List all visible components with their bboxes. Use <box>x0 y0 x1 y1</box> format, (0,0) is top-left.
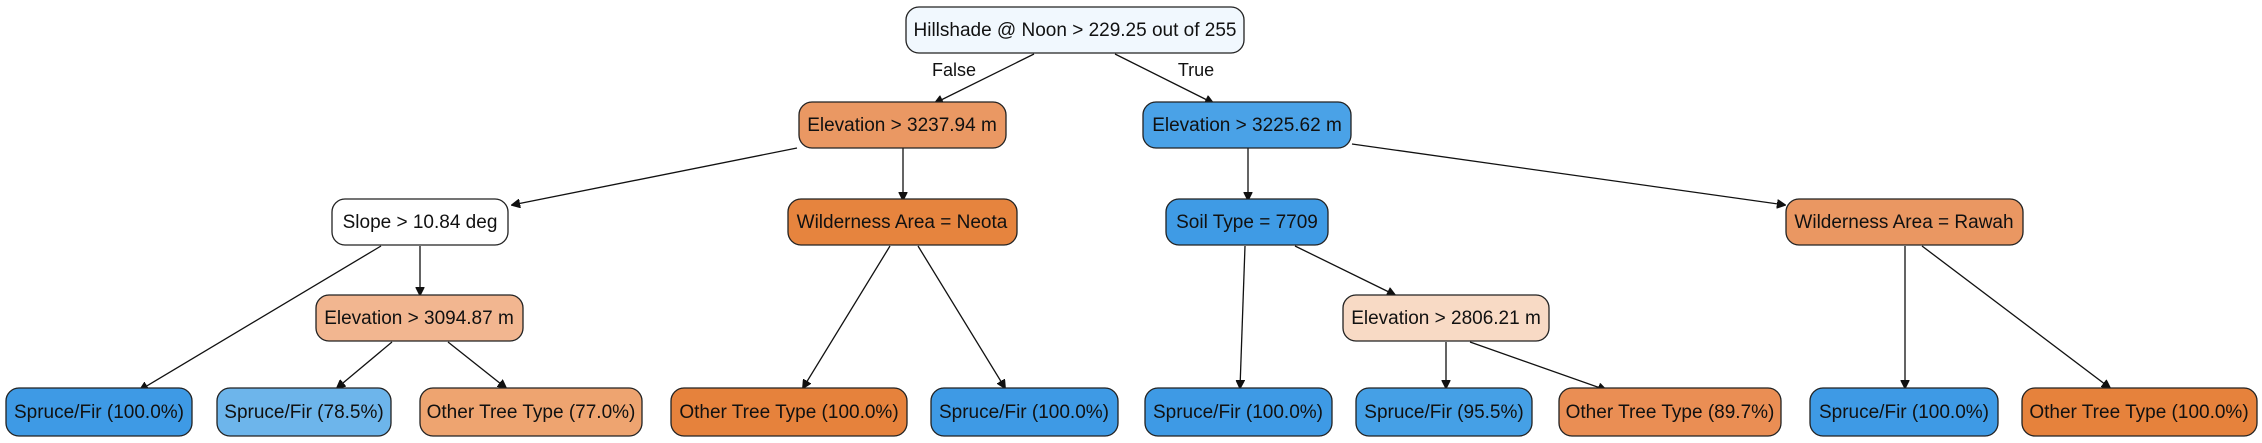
leaf-node[interactable]: Other Tree Type (89.7%) <box>1558 387 1782 437</box>
leaf-10-box <box>2021 387 2258 437</box>
leaf-6-label: Spruce/Fir (100.0%) <box>1153 402 1323 423</box>
edge-elev3225-rawah <box>1351 143 1785 205</box>
node-elev-3094-box <box>315 294 524 342</box>
edge-slope-leaf1 <box>140 245 382 390</box>
node-elev-3237-box <box>798 101 1007 149</box>
edge-elev3094-leaf2 <box>337 341 393 388</box>
edge-soil-elev2806 <box>1294 245 1395 295</box>
leaf-8-label: Other Tree Type (89.7%) <box>1566 402 1775 423</box>
node-elev-3094-label: Elevation > 3094.87 m <box>324 308 514 329</box>
leaf-3-box <box>419 387 643 437</box>
leaf-node[interactable]: Other Tree Type (77.0%) <box>419 387 643 437</box>
leaf-7-label: Spruce/Fir (95.5%) <box>1364 402 1523 423</box>
node-root-box <box>905 6 1245 54</box>
node-wilderness-neota-label: Wilderness Area = Neota <box>797 212 1008 233</box>
node-wilderness-neota[interactable]: Wilderness Area = Neota <box>787 198 1018 246</box>
node-elev-3094[interactable]: Elevation > 3094.87 m <box>315 294 524 342</box>
leaf-1-box <box>5 387 193 437</box>
leaf-10-label: Other Tree Type (100.0%) <box>2029 402 2248 423</box>
node-elev-2806[interactable]: Elevation > 2806.21 m <box>1342 294 1550 342</box>
leaf-7-box <box>1355 387 1533 437</box>
node-slope-label: Slope > 10.84 deg <box>343 212 498 233</box>
edge-label-false: False <box>932 60 976 80</box>
node-elev-3237[interactable]: Elevation > 3237.94 m <box>798 101 1007 149</box>
edge-root-elev3237 <box>935 53 1035 103</box>
edge-elev3094-leaf3 <box>447 341 506 388</box>
node-wilderness-rawah-box <box>1785 198 2024 246</box>
edge-soil-leaf6 <box>1240 245 1246 388</box>
edge-elev3237-slope <box>512 147 798 205</box>
leaf-5-label: Spruce/Fir (100.0%) <box>939 402 1109 423</box>
leaf-2-label: Spruce/Fir (78.5%) <box>224 402 383 423</box>
node-wilderness-rawah[interactable]: Wilderness Area = Rawah <box>1785 198 2024 246</box>
node-elev-3225[interactable]: Elevation > 3225.62 m <box>1142 101 1352 149</box>
node-soil-type-box <box>1165 198 1329 246</box>
leaf-node[interactable]: Spruce/Fir (100.0%) <box>5 387 193 437</box>
node-elev-3225-box <box>1142 101 1352 149</box>
leaf-6-box <box>1144 387 1333 437</box>
leaf-5-box <box>930 387 1119 437</box>
leaf-4-label: Other Tree Type (100.0%) <box>679 402 898 423</box>
leaf-8-box <box>1558 387 1782 437</box>
leaf-9-box <box>1809 387 1999 437</box>
node-root-label: Hillshade @ Noon > 229.25 out of 255 <box>914 20 1237 41</box>
leaf-9-label: Spruce/Fir (100.0%) <box>1819 402 1989 423</box>
leaf-node[interactable]: Spruce/Fir (100.0%) <box>930 387 1119 437</box>
edges <box>140 53 2110 390</box>
node-root[interactable]: Hillshade @ Noon > 229.25 out of 255 <box>905 6 1245 54</box>
nodes: Hillshade @ Noon > 229.25 out of 255 Ele… <box>5 6 2258 437</box>
node-wilderness-neota-box <box>787 198 1018 246</box>
node-slope[interactable]: Slope > 10.84 deg <box>331 198 509 246</box>
edge-elev2806-leaf8 <box>1469 341 1606 390</box>
node-wilderness-rawah-label: Wilderness Area = Rawah <box>1794 212 2013 233</box>
leaf-1-label: Spruce/Fir (100.0%) <box>14 402 184 423</box>
edge-root-elev3225 <box>1114 53 1213 103</box>
node-soil-type-label: Soil Type = 7709 <box>1176 212 1318 233</box>
leaf-node[interactable]: Spruce/Fir (100.0%) <box>1809 387 1999 437</box>
edge-neota-leaf5 <box>917 245 1005 388</box>
node-elev-3225-label: Elevation > 3225.62 m <box>1152 115 1342 136</box>
node-elev-2806-label: Elevation > 2806.21 m <box>1351 308 1541 329</box>
leaf-3-label: Other Tree Type (77.0%) <box>427 402 636 423</box>
leaf-node[interactable]: Other Tree Type (100.0%) <box>670 387 908 437</box>
leaf-4-box <box>670 387 908 437</box>
node-slope-box <box>331 198 509 246</box>
node-soil-type[interactable]: Soil Type = 7709 <box>1165 198 1329 246</box>
node-elev-3237-label: Elevation > 3237.94 m <box>807 115 997 136</box>
leaf-node[interactable]: Other Tree Type (100.0%) <box>2021 387 2258 437</box>
edge-neota-leaf4 <box>803 245 891 388</box>
leaf-node[interactable]: Spruce/Fir (78.5%) <box>216 387 392 437</box>
leaf-node[interactable]: Spruce/Fir (95.5%) <box>1355 387 1533 437</box>
leaf-2-box <box>216 387 392 437</box>
edge-label-true: True <box>1178 60 1214 80</box>
edge-rawah-leaf10 <box>1921 245 2110 388</box>
leaf-node[interactable]: Spruce/Fir (100.0%) <box>1144 387 1333 437</box>
node-elev-2806-box <box>1342 294 1550 342</box>
